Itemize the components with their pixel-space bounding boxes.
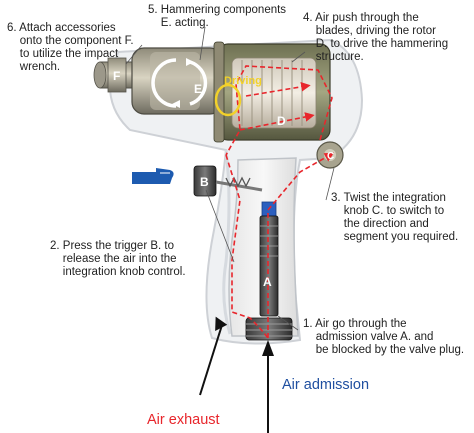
admission-arrow <box>262 340 274 433</box>
leader-lines <box>125 26 335 331</box>
driving-label: Driving <box>224 75 262 87</box>
step-4-label: 4. Air push through the blades, driving … <box>303 12 449 63</box>
part-a-label: A <box>263 275 272 289</box>
step-5-label: 5. Hammering components E. acting. <box>148 4 287 29</box>
anvil-F <box>93 57 135 93</box>
part-d-label: D <box>277 114 286 128</box>
part-b-label: B <box>200 175 209 189</box>
hammer-case-E <box>131 47 223 115</box>
air-flow-path <box>225 65 335 339</box>
trigger-B <box>193 165 263 197</box>
air-exhaust-label: Air exhaust <box>147 412 220 428</box>
step-3-label: 3. Twist the integration knob C. to swit… <box>331 192 459 243</box>
part-c-label: C <box>327 151 334 162</box>
part-e-label: E <box>194 82 202 96</box>
air-admission-label: Air admission <box>282 377 370 393</box>
step-2-label: 2. Press the trigger B. to release the a… <box>50 240 186 278</box>
step-6-label: 6. Attach accessories onto the component… <box>7 22 134 73</box>
exhaust-arrow <box>199 316 228 396</box>
driving-highlight <box>214 83 242 117</box>
pointer-hand-icon <box>132 168 174 184</box>
step-1-label: 1. Air go through the admission valve A.… <box>303 318 465 356</box>
part-f-label: F <box>113 69 120 83</box>
